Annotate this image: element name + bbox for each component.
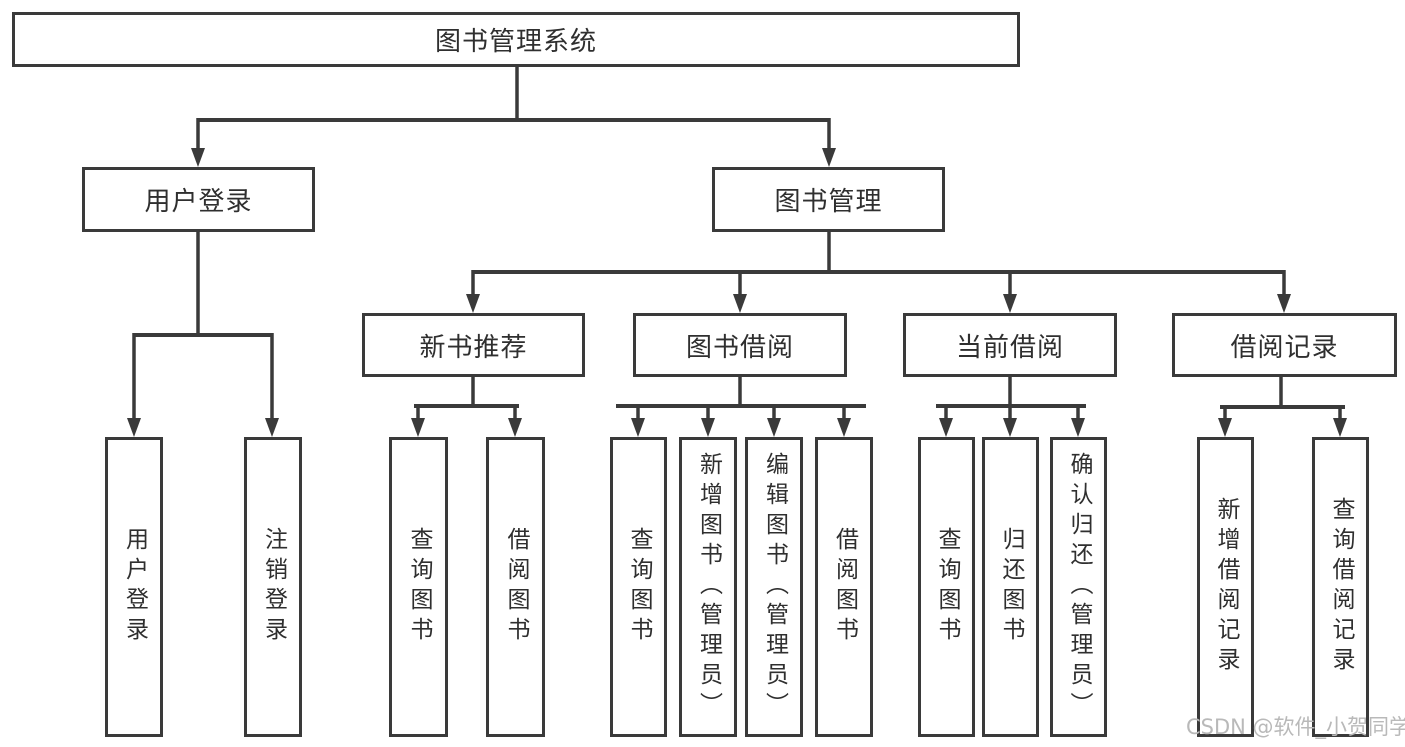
leaf-borrow-books-2: 借阅图书 [815, 437, 873, 737]
leaf-user-login: 用户登录 [105, 437, 163, 737]
node-current-borrowing: 当前借阅 [903, 313, 1117, 377]
node-book-borrowing: 图书借阅 [633, 313, 847, 377]
node-book-management: 图书管理 [712, 167, 945, 232]
leaf-add-book-admin: 新增图书（管理员） [679, 437, 737, 737]
leaf-confirm-return-admin: 确认归还（管理员） [1050, 437, 1107, 737]
leaf-edit-book-admin: 编辑图书（管理员） [745, 437, 803, 737]
leaf-add-borrow-record: 新增借阅记录 [1197, 437, 1254, 737]
node-root: 图书管理系统 [12, 12, 1020, 67]
leaf-query-borrow-record: 查询借阅记录 [1312, 437, 1369, 737]
leaf-query-books-3: 查询图书 [918, 437, 975, 737]
leaf-query-books-2: 查询图书 [610, 437, 667, 737]
leaf-logout: 注销登录 [244, 437, 302, 737]
node-user-login: 用户登录 [82, 167, 315, 232]
arrowheads [127, 148, 1347, 437]
watermark: CSDN @软件_小贺同学 [1186, 715, 1405, 739]
node-borrowing-records: 借阅记录 [1172, 313, 1397, 377]
leaf-borrow-books-1: 借阅图书 [486, 437, 545, 737]
leaf-return-books: 归还图书 [982, 437, 1039, 737]
node-new-book-recommend: 新书推荐 [362, 313, 585, 377]
leaf-query-books-1: 查询图书 [389, 437, 448, 737]
